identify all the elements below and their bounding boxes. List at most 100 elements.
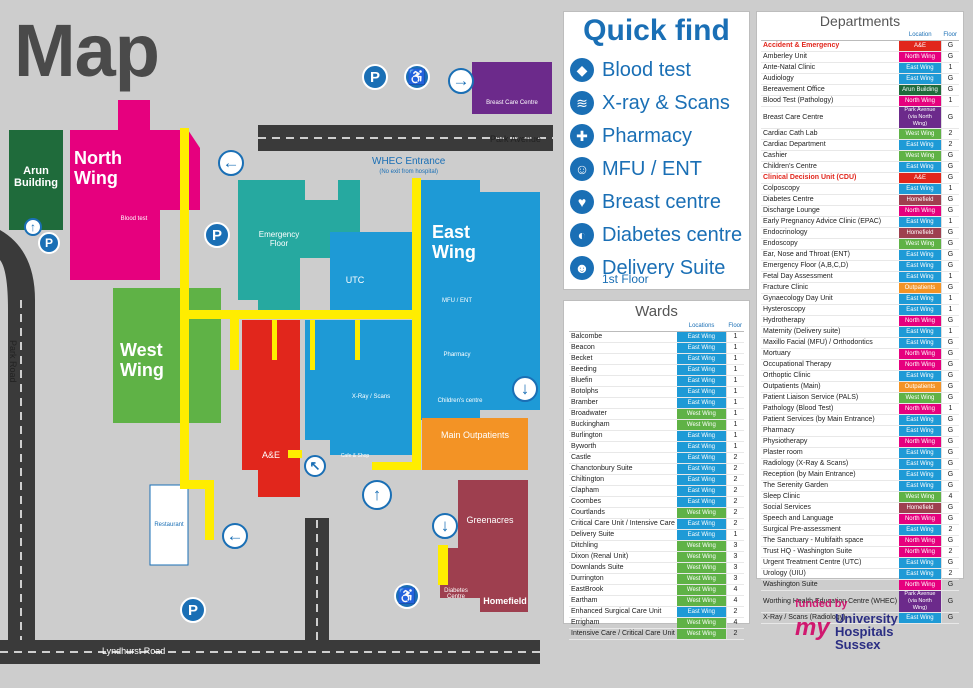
row-location: West Wing [676, 551, 727, 563]
row-location: East Wing [899, 612, 942, 624]
quick-find-label: Diabetes centre [602, 223, 743, 246]
row-floor: G [940, 260, 959, 272]
row-floor: 3 [725, 551, 744, 563]
row-location: East Wing [899, 62, 942, 74]
row-location: West Wing [676, 628, 727, 640]
row-floor: G [940, 502, 959, 514]
row-floor: 3 [725, 540, 744, 552]
row-location: North Wing [899, 315, 942, 327]
header-blank [569, 321, 677, 332]
row-location: East Wing [899, 161, 942, 173]
header-floor: Floor [726, 321, 744, 332]
row-floor: G [940, 513, 959, 525]
row-floor: 3 [725, 562, 744, 574]
quick-find-item[interactable]: ≋X-ray & Scans [570, 89, 730, 117]
row-floor: G [940, 469, 959, 481]
row-location: North Wing [899, 205, 942, 217]
row-location: Homefield [899, 502, 942, 514]
whec-entrance-label: WHEC Entrance [372, 156, 446, 167]
park-avenue-label: Park Avenue [490, 134, 541, 144]
brand-prefix: my [795, 614, 830, 641]
row-name: Dixon (Renal Unit) [569, 551, 677, 563]
row-floor: G [940, 557, 959, 569]
row-name: Patient Liaison Service (PALS) [761, 392, 900, 404]
row-location: West Wing [676, 584, 727, 596]
row-location: East Wing [899, 216, 942, 228]
childrens-centre-label: Children's centre [437, 398, 483, 404]
row-name: Ante-Natal Clinic [761, 62, 900, 74]
row-location: Homefield [899, 194, 942, 206]
outpatients-shape [422, 418, 528, 470]
row-floor: 2 [725, 485, 744, 497]
row-name: Fetal Day Assessment [761, 271, 900, 283]
parking-icon: P [180, 597, 206, 623]
arrow-up-icon: ↑ [362, 480, 392, 510]
row-name: Orthoptic Clinic [761, 370, 900, 382]
row-name: Amberley Unit [761, 51, 900, 63]
ae-shape [242, 320, 300, 497]
row-floor: G [940, 84, 959, 96]
row-location: North Wing [899, 348, 942, 360]
row-name: Children's Centre [761, 161, 900, 173]
table-row: Early Pregnancy Advice Clinic (EPAC)East… [761, 216, 959, 228]
row-name: Outpatients (Main) [761, 381, 900, 393]
west-wing-label: West Wing [120, 340, 164, 380]
quick-find-item[interactable]: ◐Diabetes centre [570, 221, 742, 249]
row-name: Discharge Lounge [761, 205, 900, 217]
row-name: Bereavement Office [761, 84, 900, 96]
quick-find-label: Pharmacy [602, 124, 693, 147]
row-floor: G [940, 348, 959, 360]
arrow-left-icon: ← [218, 150, 244, 176]
row-floor: G [940, 161, 959, 173]
row-floor: G [940, 370, 959, 382]
parking-icon: P [362, 64, 388, 90]
row-floor: 3 [725, 573, 744, 585]
row-location: East Wing [676, 364, 727, 376]
quick-find-item[interactable]: ✚Pharmacy [570, 122, 692, 150]
header-location: Locations [676, 321, 727, 332]
departments-title: Departments [819, 13, 901, 29]
row-floor: G [940, 205, 959, 217]
ae-label: A&E [261, 450, 280, 460]
row-floor: 2 [725, 507, 744, 519]
row-location: West Wing [899, 238, 942, 250]
north-wing-shape [70, 100, 200, 280]
accessible-parking-icon: ♿ [404, 64, 430, 90]
row-name: Pathology (Blood Test) [761, 403, 900, 415]
row-floor: G [940, 249, 959, 261]
quick-find-item[interactable]: ☺MFU / ENT [570, 155, 702, 183]
row-location: West Wing [676, 617, 727, 629]
row-location: West Wing [899, 128, 942, 140]
row-location: West Wing [676, 595, 727, 607]
quick-find-item[interactable]: ◆Blood test [570, 56, 691, 84]
quick-find-item[interactable]: ♥Breast centre [570, 188, 721, 216]
arun-building-shape [9, 130, 63, 230]
row-location: East Wing [676, 353, 727, 365]
row-location: East Wing [899, 337, 942, 349]
row-name: Patient Services (by Main Entrance) [761, 414, 900, 426]
row-location: North Wing [899, 579, 942, 591]
delivery-suite-floor: 1st Floor [602, 272, 649, 286]
row-name: Botolphs [569, 386, 677, 398]
row-floor: 1 [725, 408, 744, 420]
header-location: Location [899, 30, 942, 41]
row-location: East Wing [676, 430, 727, 442]
page-title: Map [14, 9, 160, 92]
row-floor: 1 [940, 216, 959, 228]
quick-find-item[interactable]: ☻Delivery Suite [570, 254, 725, 282]
row-floor: 1 [725, 419, 744, 431]
